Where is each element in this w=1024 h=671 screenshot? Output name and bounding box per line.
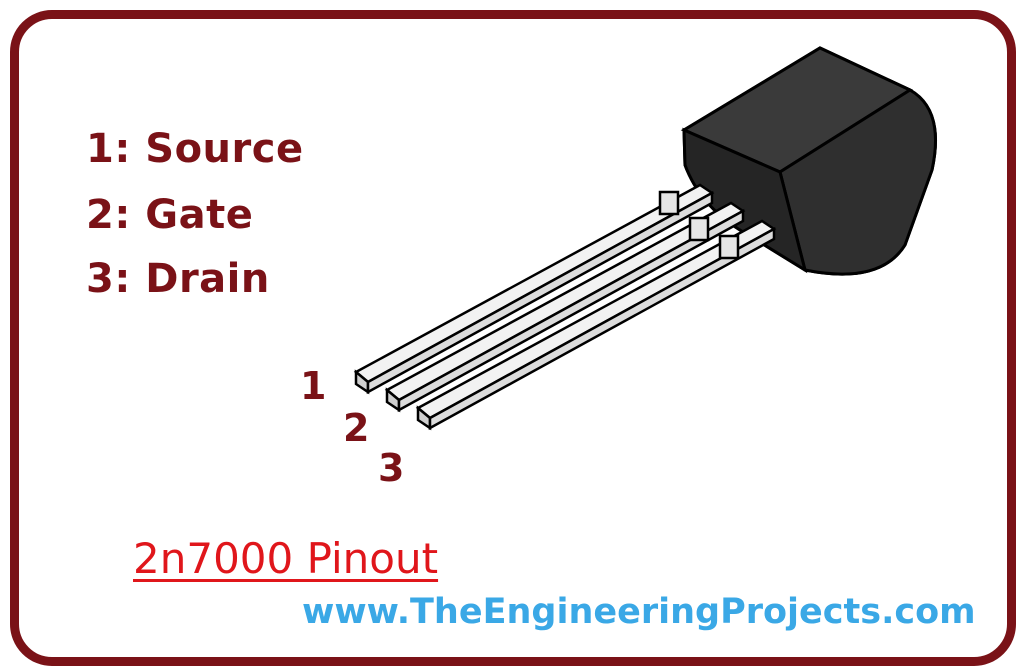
pin-label-2: 2 — [343, 406, 370, 450]
pin-label-3: 3 — [378, 446, 405, 490]
diagram-title: 2n7000 Pinout — [133, 534, 439, 583]
legend-drain: 3: Drain — [86, 256, 270, 302]
lead-2 — [384, 201, 746, 413]
lead-1 — [353, 183, 715, 395]
legend-source: 1: Source — [86, 126, 304, 172]
lead-3 — [415, 219, 777, 431]
pin-label-1: 1 — [300, 364, 327, 408]
legend-gate: 2: Gate — [86, 192, 254, 238]
website-link[interactable]: www.TheEngineeringProjects.com — [302, 592, 976, 632]
